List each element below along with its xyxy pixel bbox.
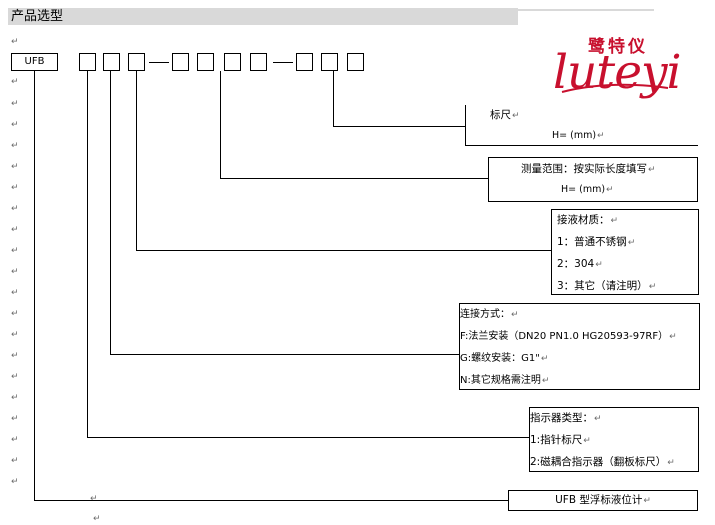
code-slot-scale-2 [321, 53, 338, 71]
connection-option-other: N:其它规格需注明 [460, 375, 541, 386]
logo-chinese: 鹭特仪 [588, 37, 648, 57]
page-title: 产品选型 [11, 9, 64, 24]
connector-scale-vertical [333, 71, 334, 126]
range-title: 测量范围：按实际长度填写 [521, 163, 647, 175]
paragraph-mark: ↵ [11, 372, 19, 382]
callout-scale: 标尺↵ H= (mm)↵ [465, 105, 698, 146]
connector-connection-horizontal [110, 354, 459, 355]
code-slot-range-1 [172, 53, 189, 71]
range-height: H= (mm) [561, 184, 606, 195]
paragraph-mark: ↵ [11, 162, 19, 172]
paragraph-mark: ↵ [11, 225, 19, 235]
connector-range-horizontal [220, 178, 488, 179]
callout-connection: 连接方式：↵ F:法兰安装（DN20 PN1.0 HG20593-97RF）↵ … [459, 303, 700, 390]
paragraph-mark: ↵ [11, 288, 19, 298]
paragraph-mark: ↵ [11, 393, 19, 403]
paragraph-mark: ↵ [11, 141, 19, 151]
model-label: UFB 型浮标液位计 [555, 494, 643, 506]
paragraph-mark: ↵ [11, 414, 19, 424]
scale-title: 标尺 [490, 109, 511, 121]
connection-option-thread: G:螺纹安装：G1" [460, 353, 540, 364]
connector-indicator-vertical [87, 71, 88, 437]
paragraph-mark: ↵ [11, 309, 19, 319]
connector-material-horizontal [136, 250, 551, 251]
code-separator-1 [149, 62, 169, 63]
paragraph-mark: ↵ [11, 477, 19, 487]
paragraph-mark-bottom-1: ↵ [90, 494, 98, 504]
material-option-2: 2：304 [557, 258, 595, 270]
paragraph-mark: ↵ [11, 77, 19, 87]
code-slot-range-3 [224, 53, 241, 71]
code-slot-material [128, 53, 145, 71]
title-bar [8, 8, 518, 25]
code-slot-scale-3 [347, 53, 364, 71]
connector-range-vertical [220, 71, 221, 178]
paragraph-mark: ↵ [11, 351, 19, 361]
code-slot-scale-1 [296, 53, 313, 71]
paragraph-mark: ↵ [11, 183, 19, 193]
connection-heading: 连接方式： [460, 309, 510, 320]
indicator-option-2: 2:磁耦合指示器（翻板标尺） [530, 456, 667, 468]
title-underline [518, 9, 654, 11]
paragraph-mark: ↵ [11, 435, 19, 445]
code-slot-connection [103, 53, 120, 71]
paragraph-mark: ↵ [11, 99, 19, 109]
code-slot-range-4 [250, 53, 267, 71]
code-prefix-box: UFB [11, 53, 58, 71]
paragraph-mark: ↵ [11, 330, 19, 340]
paragraph-mark: ↵ [11, 246, 19, 256]
callout-range: 测量范围：按实际长度填写↵ H= (mm)↵ [488, 157, 698, 202]
paragraph-mark-bottom-2: ↵ [93, 514, 101, 524]
connector-material-vertical [136, 71, 137, 250]
material-heading: 接液材质： [557, 214, 610, 226]
callout-material: 接液材质：↵ 1：普通不锈钢↵ 2：304↵ 3：其它（请注明）↵ [551, 209, 699, 295]
connector-scale-horizontal [333, 126, 465, 127]
material-option-3: 3：其它（请注明） [557, 280, 648, 292]
paragraph-mark: ↵ [11, 267, 19, 277]
code-separator-2 [273, 62, 293, 63]
logo-swoosh-icon [561, 83, 669, 93]
scale-height: H= (mm) [552, 130, 597, 141]
indicator-heading: 指示器类型： [530, 412, 593, 424]
connector-indicator-horizontal [87, 437, 529, 438]
material-option-1: 1：普通不锈钢 [557, 236, 627, 248]
indicator-option-1: 1:指针标尺 [530, 434, 583, 446]
paragraph-mark: ↵ [11, 120, 19, 130]
callout-model: UFB 型浮标液位计↵ [508, 490, 698, 511]
paragraph-mark: ↵ [11, 204, 19, 214]
code-slot-range-2 [197, 53, 214, 71]
paragraph-mark: ↵ [11, 37, 19, 47]
connector-model-vertical [34, 71, 35, 501]
connection-option-flange: F:法兰安装（DN20 PN1.0 HG20593-97RF） [460, 331, 669, 342]
code-slot-indicator [79, 53, 96, 71]
connector-connection-vertical [110, 71, 111, 354]
paragraph-mark: ↵ [11, 456, 19, 466]
callout-indicator: 指示器类型：↵ 1:指针标尺↵ 2:磁耦合指示器（翻板标尺）↵ [529, 407, 699, 472]
connector-model-horizontal [34, 500, 508, 501]
